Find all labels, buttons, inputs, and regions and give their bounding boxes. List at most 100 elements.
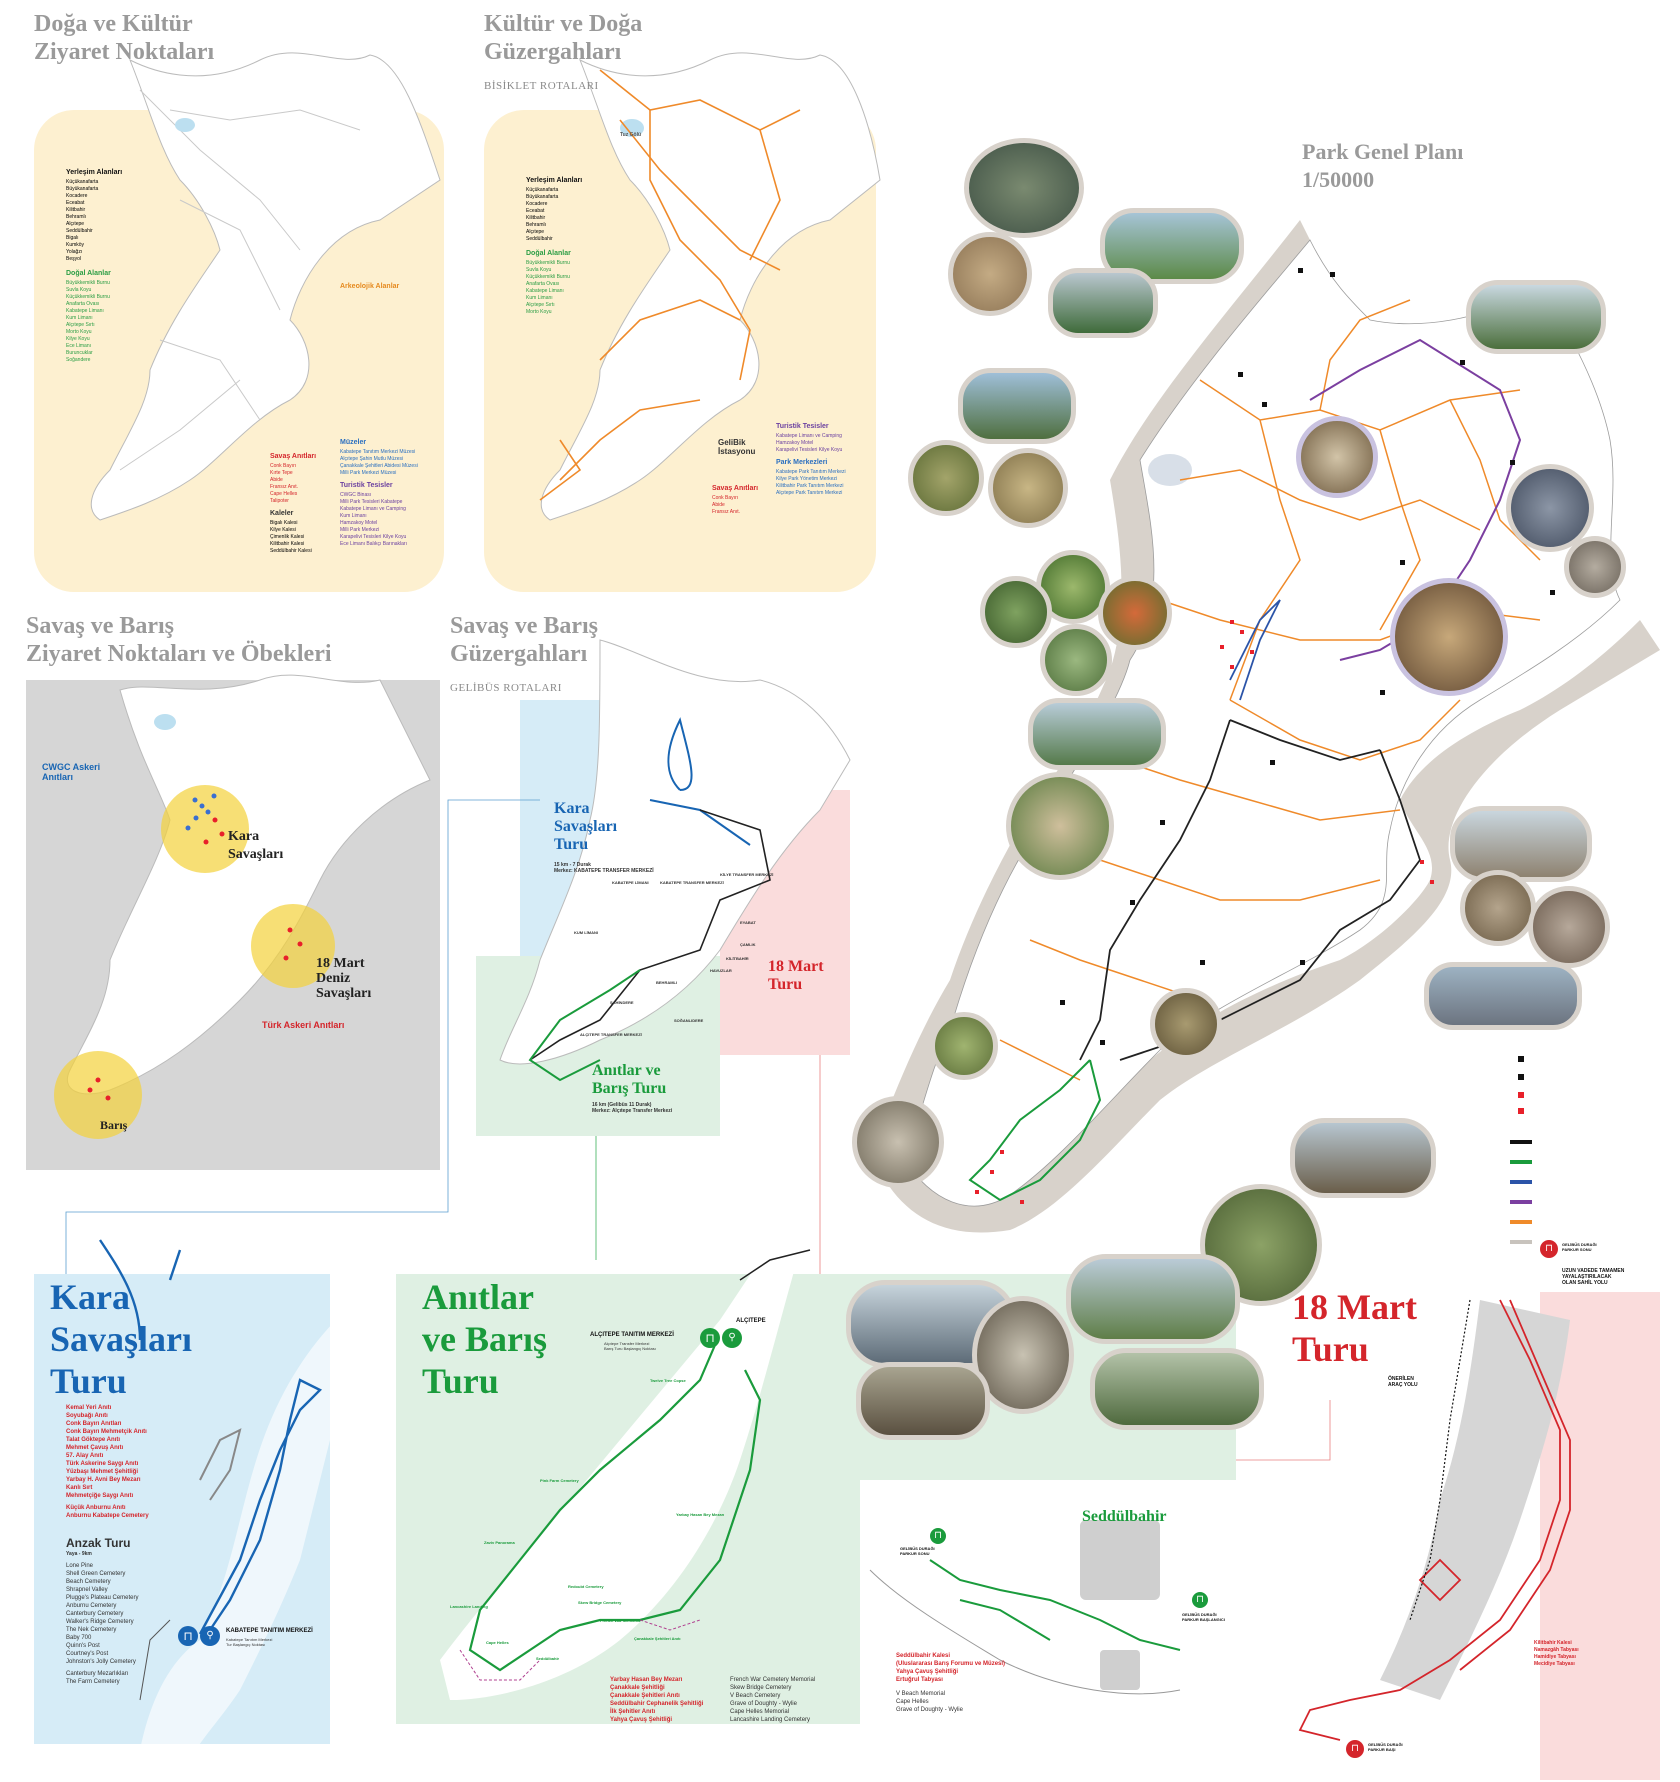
bus-icon: ⊓ (1540, 1240, 1558, 1258)
parks-heading: Park Merkezleri (776, 459, 828, 466)
anzak-list-item: Anburnu Cemetery (66, 1603, 117, 1609)
legend-item: Milli Park Merkezi (340, 527, 380, 533)
legend-swatch-orange (1510, 1220, 1532, 1224)
tour-anitlar-label: Anıtlar ve Barış Turu (592, 1062, 667, 1097)
legend-item: Fransız Anıt. (270, 484, 299, 490)
mart18-stop-bottom: GELİBÜS DURAĞI PARKUR BAŞI (1368, 1742, 1403, 1752)
legend-item: Kilitbahir (526, 215, 546, 221)
kara-center-label: KABATEPE TANITIM MERKEZİ (226, 1628, 313, 1634)
legend-item: Alçıtepe (66, 221, 85, 227)
legend-item: Behramlı (66, 214, 87, 220)
zone-label-baris: Barış (100, 1118, 128, 1132)
stop-label: KABATEPE TRANSFER MERKEZİ (660, 880, 724, 885)
photo-bubble (964, 138, 1084, 238)
arch-heading: Arkeolojik Alanlar (340, 283, 400, 290)
legend-item: Hamzakoy Motel (340, 520, 378, 526)
legend-item: Eceabat (66, 200, 85, 206)
legend-square-red (1518, 1108, 1524, 1114)
mart18-land (1380, 1300, 1570, 1700)
kara-list-item: Mehmet Çavuş Anıtı (66, 1445, 124, 1451)
kara-list-item: 57. Alay Anıtı (66, 1453, 104, 1459)
place-alcitepe: ALÇITEPE (736, 1318, 766, 1324)
legend-item: Morto Koyu (526, 309, 552, 315)
photo-bubble (856, 1362, 990, 1440)
stop-label: ALÇITEPE TRANSFER MERKEZİ (580, 1032, 642, 1037)
mart18-note: UZUN VADEDE TAMAMEN YAYALAŞTIRILACAK OLA… (1562, 1268, 1625, 1286)
anitlar-list-item: İlk Şehitler Anıtı (610, 1709, 656, 1715)
bus-icon: ⊓ (1192, 1592, 1208, 1608)
legend-item: Küçükanafarta (526, 187, 559, 193)
legend-item: Kilye Koyu (66, 336, 90, 342)
turk-heading: Türk Askeri Anıtları (262, 1020, 345, 1030)
anitlar-list-item: Grave of Doughty - Wylie (730, 1701, 797, 1707)
stop-label: SOĞANLIDERE (674, 1018, 704, 1023)
legend-swatch-black (1510, 1140, 1532, 1144)
anzak-list-item: Beach Cemetery (66, 1579, 111, 1585)
legend-item: Büyükkemikli Burnu (526, 260, 570, 266)
anzak-list-item: Johnston's Jolly Cemetery (66, 1659, 136, 1665)
peninsula-2 (540, 52, 881, 521)
legend-item: Kabatepe Limanı (66, 308, 104, 314)
legend-square-black (1518, 1056, 1524, 1062)
legend-item: Ece Limanı Balıkçı Barınakları (340, 541, 407, 547)
photo-bubble (1460, 870, 1536, 946)
legend-item: Milli Park Merkezi Müzesi (340, 470, 397, 476)
kara-list-item: Türk Askerine Saygı Anıtı (66, 1461, 139, 1467)
legend-swatch-green (1510, 1160, 1532, 1164)
photo-bubble (1390, 578, 1508, 696)
anitlar-list-item: Cape Helles Memorial (730, 1709, 790, 1715)
anitlar-list-item: Skew Bridge Cemetery (730, 1685, 792, 1691)
legend-item: Seddülbahir Kalesi (270, 548, 312, 554)
kara-list-item: Kemal Yeri Anıtı (66, 1405, 112, 1411)
panel2-legend-war: Savaş Anıtları Conk Bayırı Abide Fransız… (712, 484, 758, 516)
panel5-title: Park Genel Planı 1/50000 (1302, 139, 1464, 192)
kara-list-item: Yüzbaşı Mehmet Şehitliği (66, 1469, 139, 1475)
war-heading: Savaş Anıtları (712, 485, 759, 492)
anitlar-grey-list: French War Cemetery Memorial Skew Bridge… (730, 1676, 815, 1724)
seddulbahir-list-item: Yahya Çavuş Şehitliği (896, 1669, 959, 1675)
legend-item: Çimenlik Kalesi (270, 534, 305, 540)
anitlar-list-item: French War Cemetery Memorial (730, 1677, 816, 1683)
anitlar-center-label: ALÇITEPE TANITIM MERKEZİ (590, 1332, 674, 1338)
photo-bubble (1048, 268, 1158, 338)
settlements-heading: Yerleşim Alanları (66, 169, 123, 176)
legend-item: Alçıtepe Sırtı (526, 302, 555, 308)
panel3-title: Savaş ve Barış Ziyaret Noktaları ve Öbek… (26, 613, 332, 667)
museums-heading: Müzeler (340, 439, 367, 446)
mart18-red-list: Kilitbahir Kalesi Namazgâh Tabyası Hamid… (1534, 1640, 1579, 1668)
castles-heading: Kaleler (270, 510, 294, 517)
photo-bubble (1290, 1118, 1436, 1198)
anitlar-list-item: Yarbay Hasan Bey Mezarı (610, 1677, 683, 1683)
legend-item: Alçıtepe Sırtı (66, 322, 95, 328)
legend-item: CWGC Binası (340, 492, 372, 498)
legend-item: Kum Limanı (340, 513, 367, 519)
seddulbahir-stop-end: GELİBÜS DURAĞI PARKUR SONU (900, 1546, 935, 1556)
cwgc-heading: CWGC Askeri Anıtları (42, 762, 101, 782)
map-label: Zaviv Panorama (484, 1540, 515, 1545)
kara-list-item: Talat Göktepe Anıtı (66, 1437, 121, 1443)
photo-bubble (1098, 576, 1172, 650)
legend-item: Hamzakoy Motel (776, 440, 814, 446)
anzak-list-item: Baby 700 (66, 1635, 92, 1641)
seddulbahir-grey-list: V Beach Memorial Cape Helles Grave of Do… (896, 1690, 963, 1714)
photo-bubble (1090, 1348, 1264, 1430)
legend-item: Bigalı (66, 235, 79, 241)
anzak-list-item: Canterbury Mezarlıkları (66, 1671, 129, 1677)
anzak-list-item: Shrapnel Valley (66, 1587, 108, 1593)
legend-item: Ece Limanı (66, 343, 92, 349)
legend-item: Seddülbahir (66, 228, 93, 234)
legend-item: Conk Bayırı (270, 463, 297, 469)
legend-item: Fransız Anıt. (712, 509, 741, 515)
panel2-legend-right: Turistik Tesisler Kabatepe Limanı ve Cam… (776, 422, 846, 497)
photo-bubble (1450, 806, 1592, 882)
peninsula-1 (90, 52, 441, 521)
zone-label-18mart: 18 Mart Deniz Savaşları (316, 956, 372, 1001)
legend-square-red (1518, 1092, 1524, 1098)
panel1-legend-arch: Arkeolojik Alanlar (340, 282, 399, 293)
legend-item: Abide (270, 477, 283, 483)
mart18-list-item: Kilitbahir Kalesi (1534, 1640, 1572, 1646)
bike-icon: ⚲ (722, 1328, 742, 1348)
photo-bubble (930, 1012, 998, 1080)
map-label: Lancashire Landing (450, 1604, 488, 1609)
anzak-list-item: Lone Pine (66, 1563, 94, 1569)
